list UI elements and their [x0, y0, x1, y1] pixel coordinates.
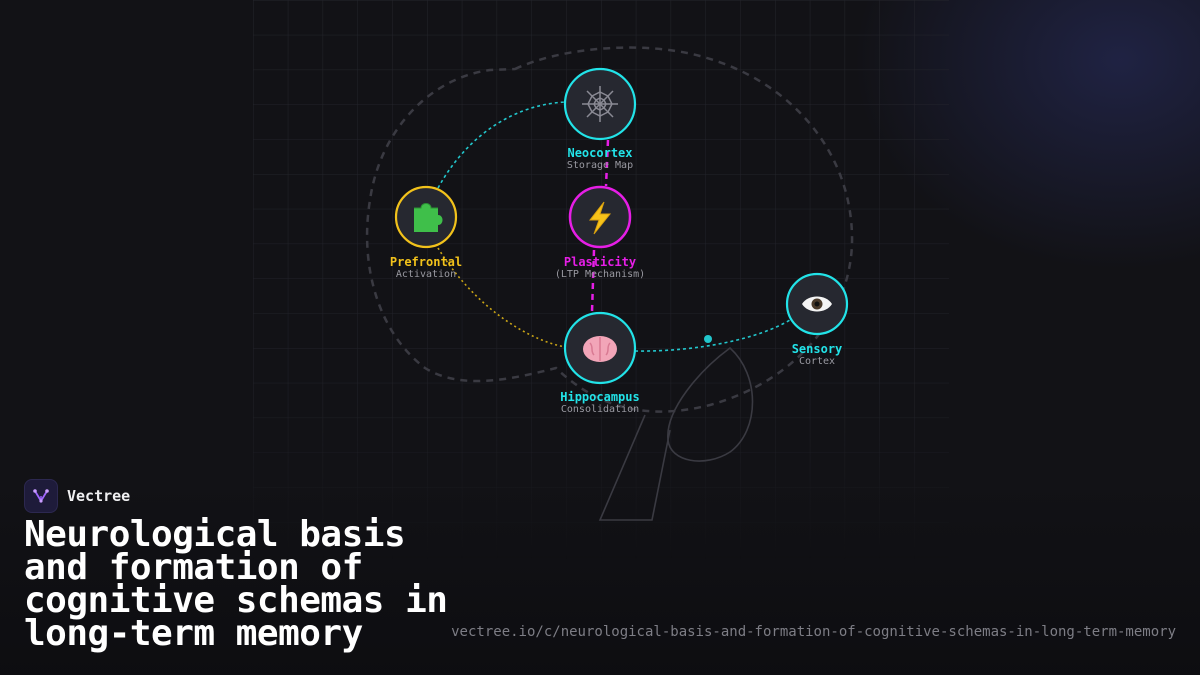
- page-url[interactable]: vectree.io/c/neurological-basis-and-form…: [451, 624, 1176, 640]
- puzzle-piece-icon: [414, 203, 443, 232]
- page-title: Neurological basis and formation of cogn…: [24, 514, 448, 654]
- sensory-sub: Cortex: [798, 356, 836, 367]
- sensory-name: Sensory: [791, 342, 843, 356]
- brand[interactable]: Vectree: [24, 479, 130, 513]
- plasticity-label: Plasticity (LTP Mechanism): [500, 255, 700, 281]
- prefrontal-node: [394, 185, 458, 249]
- brain-icon: [583, 336, 617, 362]
- connection-neocortex-plasticity: [604, 139, 610, 187]
- neocortex-label: Neocortex Storage Map: [500, 146, 700, 172]
- connection-prefrontal-neocortex: [437, 101, 567, 189]
- plasticity-name: Plasticity: [563, 255, 637, 269]
- brainstem-outline: [598, 414, 671, 521]
- hippocampus-label: Hippocampus Consolidation: [500, 390, 700, 416]
- cerebellum-outline: [667, 346, 754, 462]
- spider-web-icon: [582, 86, 618, 122]
- neocortex-name: Neocortex: [567, 146, 633, 160]
- connection-prefrontal-hippocampus: [437, 247, 566, 348]
- neocortex-sub: Storage Map: [566, 160, 634, 171]
- prefrontal-sub: Activation: [395, 269, 457, 280]
- prefrontal-name: Prefrontal: [389, 255, 463, 269]
- hippocampus-name: Hippocampus: [560, 390, 640, 404]
- connection-hippocampus-sensory: [634, 319, 791, 352]
- plasticity-node: [568, 185, 632, 249]
- brand-name: Vectree: [67, 487, 131, 505]
- lightning-icon: [588, 201, 612, 235]
- sensory-node: [785, 272, 849, 336]
- plasticity-sub: (LTP Mechanism): [554, 269, 646, 280]
- neocortex-node: [563, 67, 637, 141]
- vectree-logo-icon: [24, 479, 58, 513]
- eye-icon: [802, 296, 832, 312]
- brain-outline: [365, 46, 854, 413]
- hippocampus-node: [563, 311, 637, 385]
- signal-dot: [704, 335, 712, 343]
- hippocampus-sub: Consolidation: [560, 404, 640, 415]
- prefrontal-label: Prefrontal Activation: [326, 255, 526, 281]
- sensory-label: Sensory Cortex: [717, 342, 917, 368]
